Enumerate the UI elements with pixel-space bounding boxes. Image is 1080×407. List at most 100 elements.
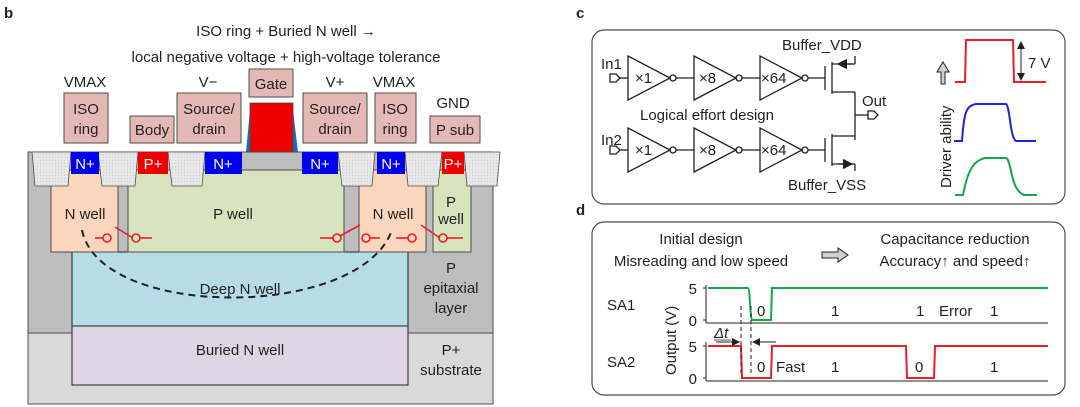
waveform-medium — [954, 103, 1036, 142]
waveform-weak — [955, 157, 1037, 196]
logical-effort-caption: Logical effort design — [640, 107, 774, 124]
n-plus-diffusion — [302, 152, 338, 174]
panel-label-d: d — [576, 202, 585, 219]
panel-label-c: c — [576, 5, 584, 22]
panel-label-b: b — [4, 5, 13, 22]
sa2-tick-5: 5 — [689, 339, 697, 356]
amplitude-label: 7 V — [1028, 55, 1051, 72]
p-well-small-line2: well — [437, 211, 464, 228]
improved-design-line1: Capacitance reduction — [880, 231, 1029, 248]
p-well — [127, 169, 345, 253]
source-drain-right-line2: drain — [318, 121, 351, 138]
output-label: Out — [862, 93, 887, 110]
right-arrow-icon — [821, 247, 849, 263]
row-label-sa2: SA2 — [607, 354, 635, 371]
terminal-gate — [248, 68, 294, 98]
switch-icon — [332, 233, 342, 243]
voltage-vmax-left: VMAX — [64, 74, 107, 91]
p-epitaxial-line2: epitaxial — [423, 280, 478, 297]
terminal-source-drain-left — [176, 92, 242, 144]
voltage-vmax-right: VMAX — [373, 74, 416, 91]
sa2-axes — [703, 342, 1048, 382]
terminal-p-sub — [429, 115, 481, 144]
p-plus-diffusion — [442, 152, 464, 174]
sa1-bit: 1 — [990, 303, 998, 320]
sti-trench — [337, 151, 376, 187]
switch-icon — [102, 233, 112, 243]
buffer-vdd-label: Buffer_VDD — [782, 37, 862, 54]
panel-b-title-line2: local negative voltage + high-voltage to… — [132, 49, 441, 66]
inverter-icon — [759, 126, 804, 174]
sa2-bit: 1 — [990, 359, 998, 376]
sti-trench — [167, 151, 206, 187]
y-axis-label: Output (V) — [663, 306, 680, 375]
source-drain-left-line2: drain — [192, 121, 225, 138]
improved-design-line2: Accuracy↑ and speed↑ — [880, 253, 1031, 270]
sa2-bit: 0 — [757, 359, 765, 376]
gate-label: Gate — [255, 76, 288, 93]
junction-switches — [95, 224, 463, 243]
p-plus-label: P+ — [444, 156, 463, 173]
buffer-chain-top — [609, 54, 856, 140]
panel-b-title-line1: ISO ring + Buried N well → — [196, 23, 376, 40]
iso-ring-left-line1: ISO — [73, 101, 99, 118]
panel-c: c In1 In2 — [576, 5, 1066, 205]
source-drain-left-line1: Source/ — [183, 101, 236, 118]
sti-trench — [31, 151, 72, 187]
switch-icon — [407, 233, 417, 243]
input-in1-label: In1 — [601, 56, 622, 73]
isolation-boundary-arc — [81, 229, 393, 299]
n-plus-label: N+ — [310, 156, 330, 173]
body-label: Body — [135, 122, 170, 139]
sa1-bit: 1 — [831, 303, 839, 320]
iso-ring-right-line1: ISO — [382, 101, 408, 118]
sti-trench — [97, 151, 139, 187]
terminal-iso-ring-left — [63, 92, 109, 144]
initial-design-line2: Misreading and low speed — [614, 253, 788, 270]
sa2-bit: 0 — [915, 359, 923, 376]
delta-t-label: Δt — [713, 325, 729, 342]
buried-n-well-label: Buried N well — [196, 342, 284, 359]
waveform-strong — [955, 39, 1046, 83]
input-in2-label: In2 — [601, 132, 622, 149]
gate-poly — [249, 102, 294, 153]
stage-size-label: ×1 — [635, 142, 652, 159]
p-well-label: P well — [213, 206, 253, 223]
n-plus-diffusion — [71, 152, 99, 174]
p-plus-substrate-line1: P+ — [442, 342, 461, 359]
driver-ability-label: Driver ability — [938, 105, 955, 188]
terminal-body — [129, 115, 175, 144]
stage-size-label: ×8 — [699, 142, 716, 159]
inverter-icon — [627, 126, 672, 174]
voltage-gnd: GND — [436, 95, 470, 112]
voltage-v-minus: V− — [199, 74, 218, 91]
sa1-error-label: Error — [939, 303, 972, 320]
sa2-bit: 1 — [831, 359, 839, 376]
terminal-iso-ring-right — [374, 92, 417, 144]
stage-size-label: ×8 — [699, 70, 716, 87]
source-drain-right-line1: Source/ — [309, 101, 362, 118]
stage-size-label: ×64 — [761, 70, 786, 87]
inverter-icon — [759, 54, 804, 102]
n-plus-label: N+ — [381, 156, 401, 173]
inverter-icon — [693, 126, 738, 174]
terminal-source-drain-right — [302, 92, 368, 144]
sa2-fast-label: Fast — [776, 359, 806, 376]
iso-ring-right-line2: ring — [382, 121, 407, 138]
sa1-tick-0: 0 — [689, 313, 697, 330]
sti-trench — [404, 151, 443, 187]
inverter-icon — [693, 54, 738, 102]
sa1-bit: 0 — [757, 303, 765, 320]
row-label-sa1: SA1 — [607, 297, 635, 314]
sa2-tick-0: 0 — [689, 371, 697, 388]
buried-n-well — [71, 325, 409, 386]
inverter-icon — [627, 54, 672, 102]
n-well-right-label: N well — [373, 206, 414, 223]
sa1-waveform — [708, 287, 1048, 321]
sa1-tick-5: 5 — [689, 281, 697, 298]
iso-ring-left-line2: ring — [73, 121, 98, 138]
sa1-axes — [703, 285, 1048, 324]
panel-c-frame — [591, 29, 1066, 205]
p-plus-diffusion — [138, 152, 168, 174]
